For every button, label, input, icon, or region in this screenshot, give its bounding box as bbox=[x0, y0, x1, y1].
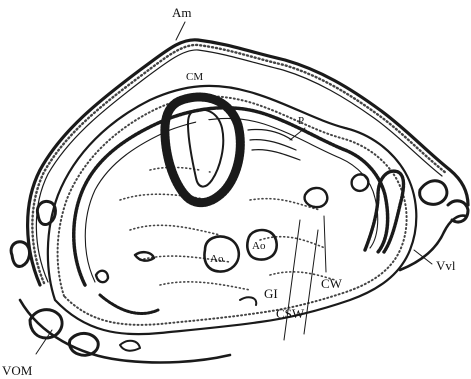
neural-tube bbox=[165, 97, 240, 203]
label-vom: VOM bbox=[2, 363, 33, 378]
leader-lines bbox=[36, 22, 432, 354]
label-cw: CW bbox=[321, 276, 343, 291]
label-cm: CM bbox=[186, 71, 203, 83]
pronephros-region bbox=[248, 129, 300, 160]
label-aorta-left: Ao bbox=[210, 253, 224, 265]
label-am: Am bbox=[172, 5, 192, 20]
label-aorta-right: Ao bbox=[252, 240, 266, 252]
label-csw: CSW bbox=[276, 306, 305, 321]
label-vvl: Vvl bbox=[436, 258, 456, 273]
label-gi: GI bbox=[264, 286, 278, 301]
label-p: P bbox=[298, 115, 304, 127]
